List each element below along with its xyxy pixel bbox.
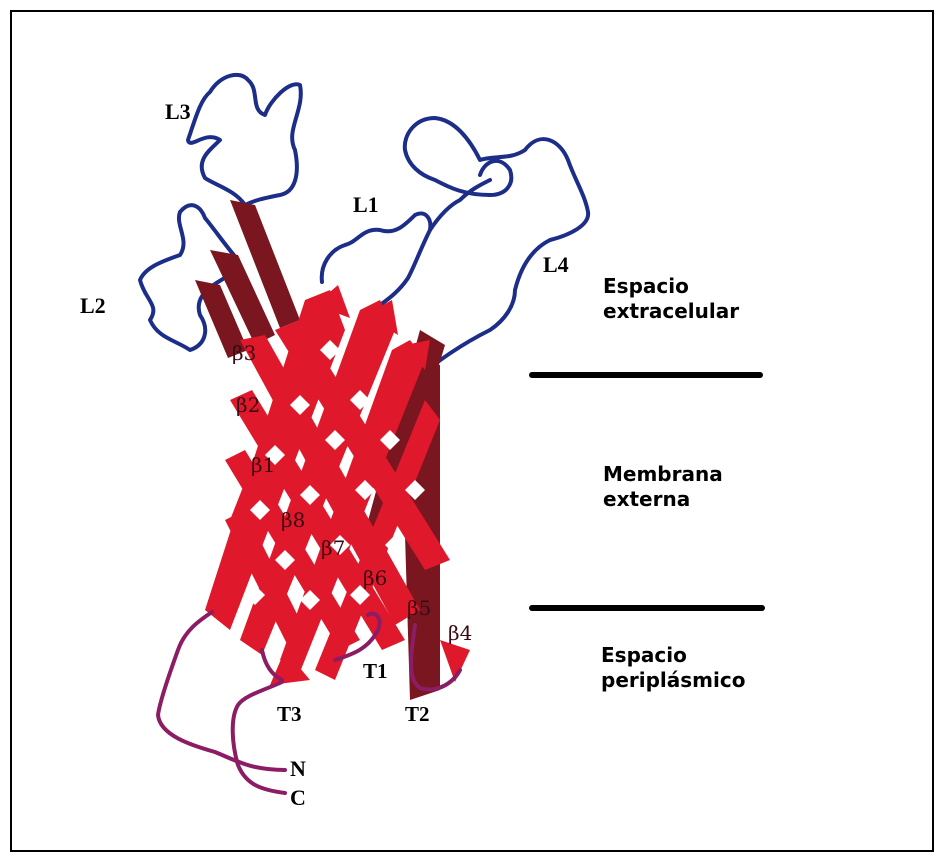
loop-L4 [405, 118, 588, 375]
beta-barrel [195, 200, 470, 700]
strand-label-b8: β8 [281, 508, 305, 532]
strand-label-b1: β1 [251, 453, 275, 477]
region-periplasmic-line1: Espacio [601, 643, 745, 668]
loop-L1-connector [430, 180, 490, 230]
n-terminus-label: N [290, 756, 306, 781]
region-periplasmic-line2: periplásmico [601, 668, 745, 693]
upper-membrane-line [529, 372, 763, 378]
strand-label-b6: β6 [363, 566, 387, 590]
region-membrane-line2: externa [603, 487, 723, 512]
strand-label-b4: β4 [448, 621, 472, 645]
c-terminus-chain [233, 682, 285, 793]
loop-label-L4: L4 [543, 252, 569, 277]
lower-membrane-line [529, 605, 765, 611]
region-extracellular-label: Espacio extracelular [603, 274, 739, 324]
region-membrane-label: Membrana externa [603, 462, 723, 512]
strand-label-b5: β5 [407, 596, 431, 620]
strand-label-b7: β7 [321, 536, 345, 560]
loop-L3 [188, 75, 301, 205]
strand-label-b2: β2 [236, 393, 260, 417]
loop-label-L1: L1 [353, 192, 379, 217]
loop-label-L2: L2 [80, 293, 106, 318]
region-membrane-line1: Membrana [603, 462, 723, 487]
region-extracellular-line2: extracelular [603, 299, 739, 324]
c-terminus-label: C [290, 785, 306, 810]
loop-label-L3: L3 [165, 99, 191, 124]
region-extracellular-line1: Espacio [603, 274, 739, 299]
turn-label-T2: T2 [405, 702, 430, 726]
turn-label-T3: T3 [277, 702, 302, 726]
strand-label-b3: β3 [232, 341, 256, 365]
turn-label-T1: T1 [363, 659, 388, 683]
region-periplasmic-label: Espacio periplásmico [601, 643, 745, 693]
